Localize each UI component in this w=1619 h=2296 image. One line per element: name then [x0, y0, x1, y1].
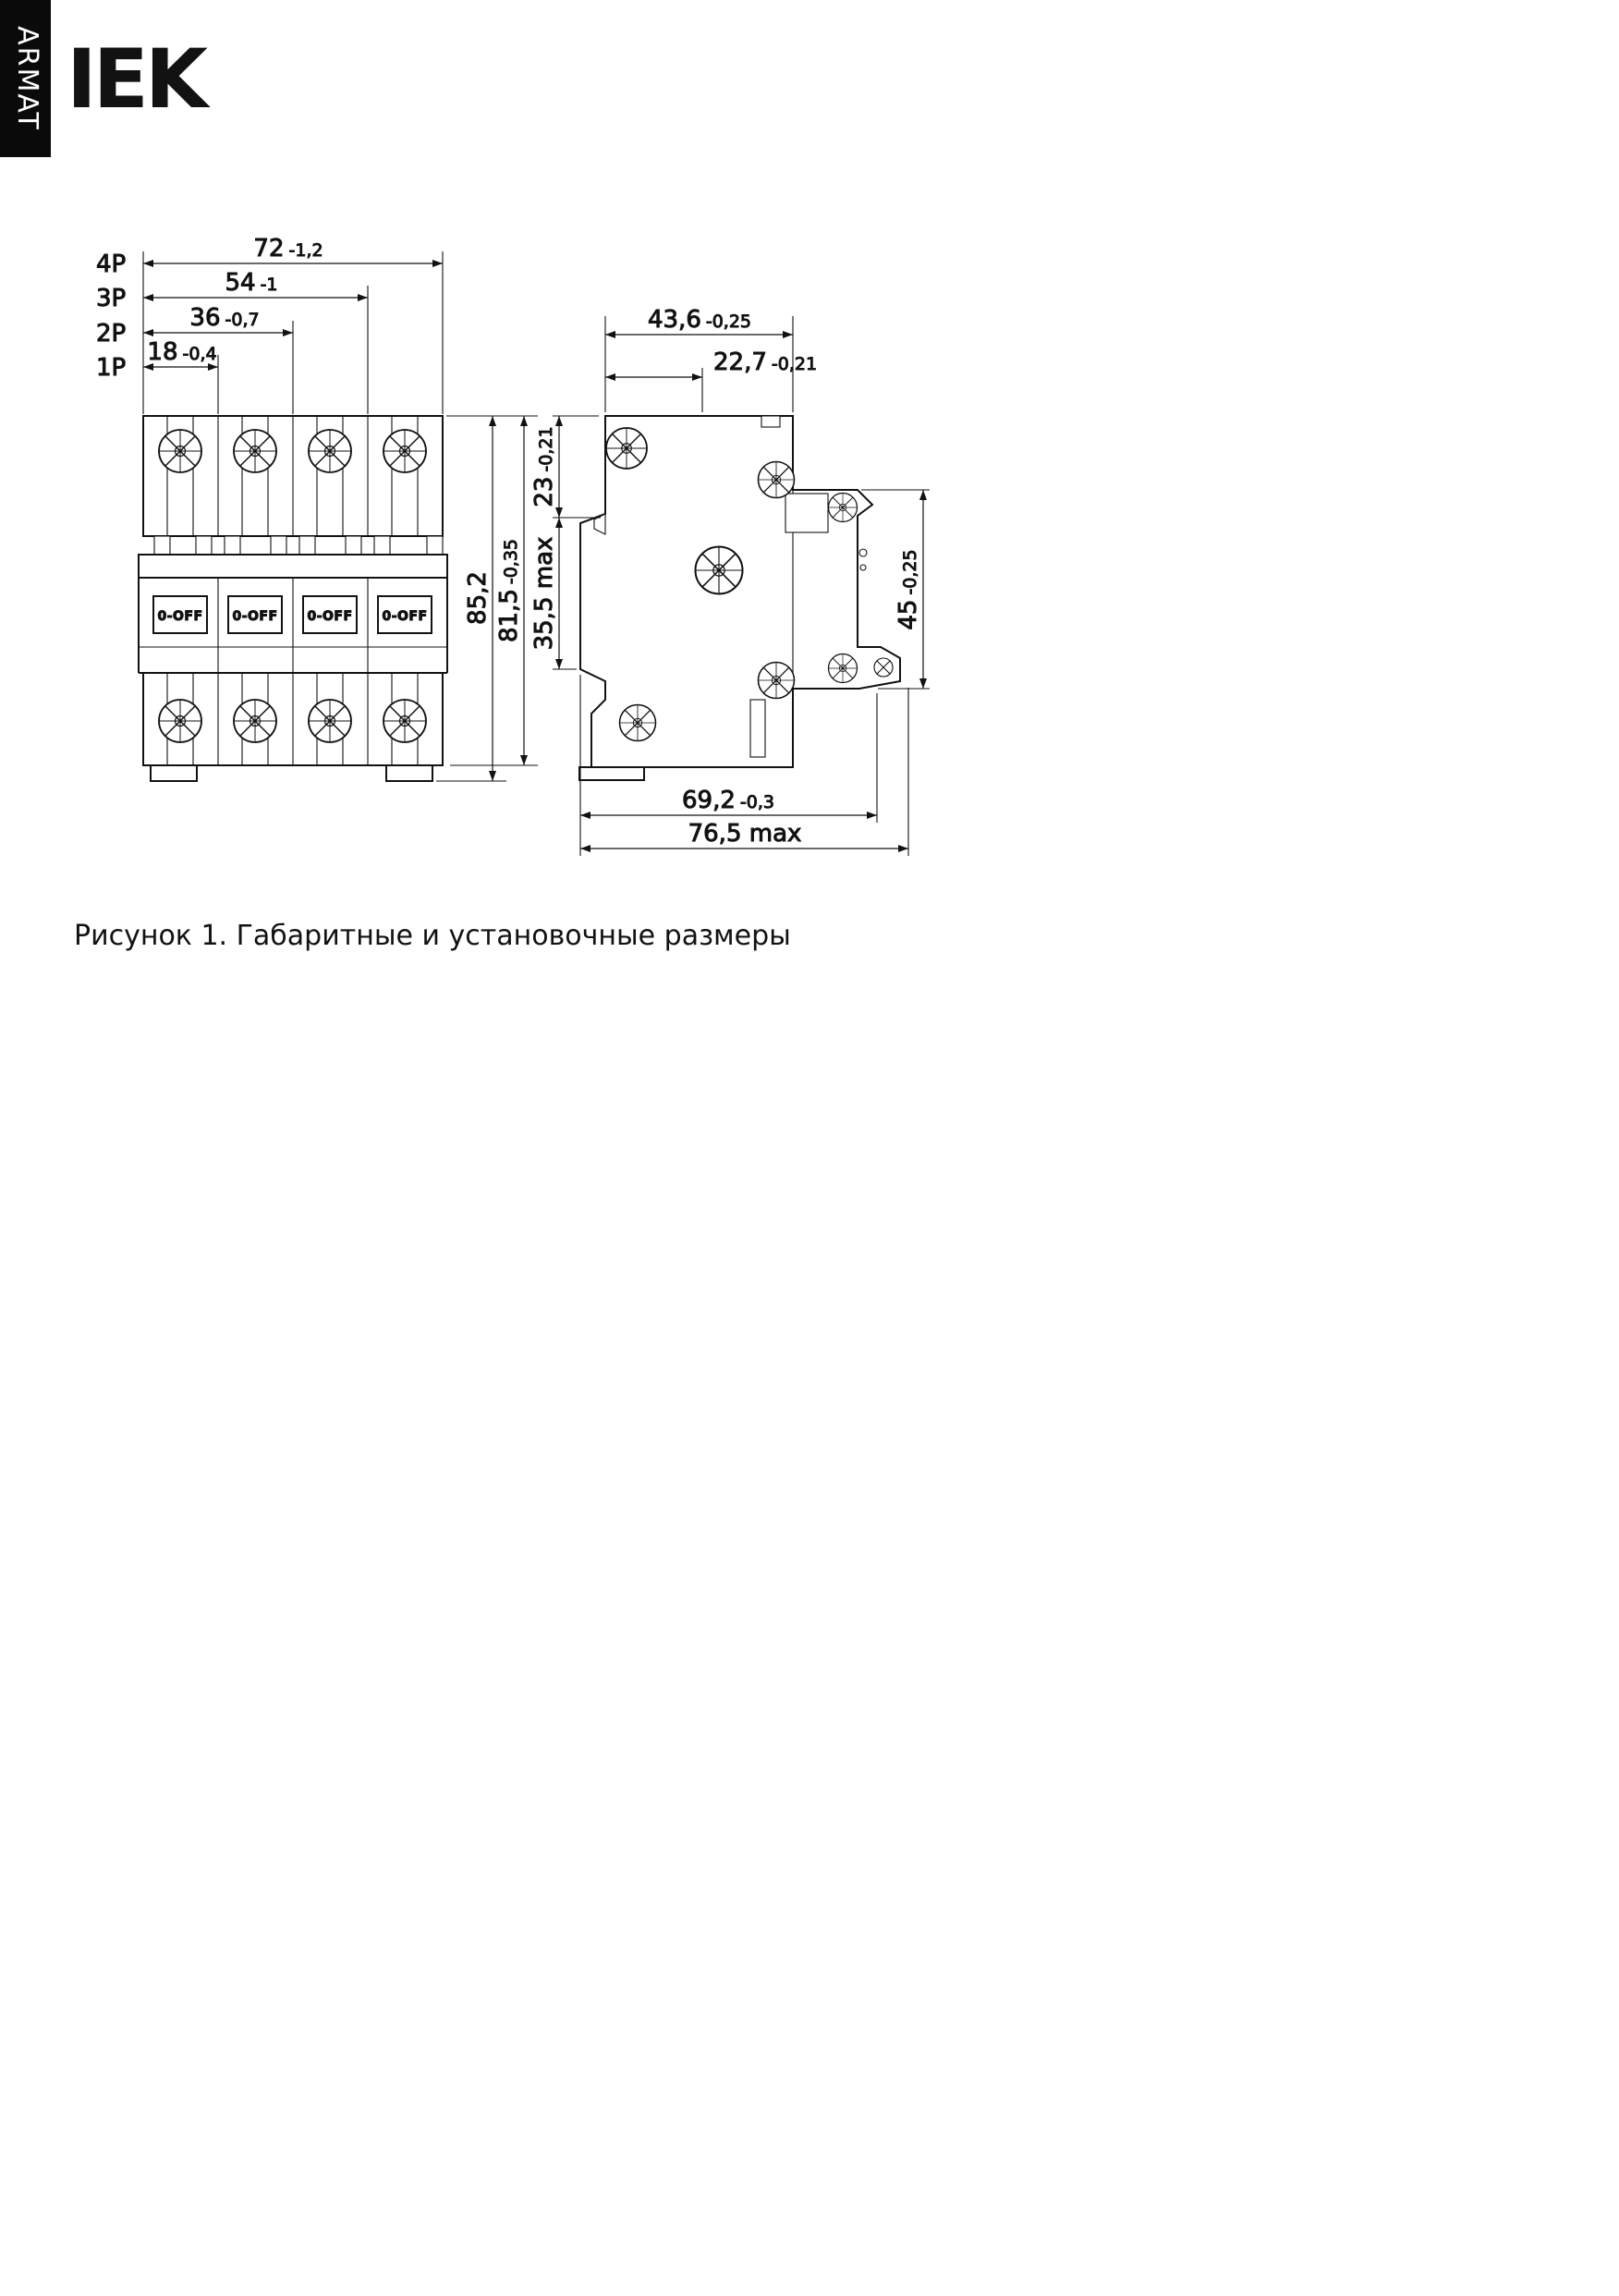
toggle-handle	[227, 595, 283, 634]
front-cover-band	[138, 554, 448, 579]
pole-label: 2P	[96, 320, 126, 348]
brand-sidebar	[0, 0, 51, 157]
latch-screw-icon	[873, 657, 894, 678]
side-window	[785, 493, 829, 533]
dim-front-offset: 23-0,21	[530, 426, 558, 507]
rivet-icon	[827, 653, 858, 684]
dim-din-recess-height: 45-0,25	[895, 549, 922, 629]
dim-depth-overall: 43,6-0,25	[648, 306, 751, 334]
din-foot	[385, 764, 433, 782]
front-dimensions: 4P 3P 2P 1P 72-1,2 54-1 36-0,7 18-0,4 85…	[96, 235, 538, 782]
toggle-label: 0-OFF	[382, 609, 427, 624]
din-foot	[578, 766, 645, 781]
toggle-label: 0-OFF	[232, 609, 277, 624]
dim-width-3p: 54-1	[225, 269, 277, 297]
brand-block: ARMAT IEK	[0, 0, 214, 157]
rivet-icon	[757, 460, 796, 499]
top-notch	[761, 415, 781, 428]
pole-label: 3P	[96, 285, 126, 312]
side-view	[578, 415, 901, 781]
terminal-screw-icon	[308, 429, 352, 473]
side-dimensions: 43,6-0,25 22,7-0,21 23-0,21 35,5 max 45-…	[530, 306, 930, 856]
rivet-icon	[618, 703, 657, 742]
dim-width-2p: 36-0,7	[189, 304, 259, 332]
terminal-screw-icon	[383, 699, 427, 743]
terminal-screw-icon	[383, 429, 427, 473]
toggle-handle	[377, 595, 432, 634]
front-clip-tabs	[153, 535, 444, 556]
brand-vertical-label: ARMAT	[11, 26, 43, 131]
bottom-slot	[749, 699, 766, 758]
dim-height-overall: 85,2	[464, 571, 492, 625]
toggle-label: 0-OFF	[157, 609, 202, 624]
toggle-handles: 0-OFF 0-OFF 0-OFF 0-OFF	[152, 595, 432, 634]
din-foot	[150, 764, 198, 782]
brand-logo: IEK	[67, 31, 211, 127]
terminal-screw-icon	[233, 429, 277, 473]
dim-width-1p: 18-0,4	[147, 338, 216, 366]
rivet-icon	[757, 661, 796, 700]
terminal-screw-icon	[233, 699, 277, 743]
toggle-handle	[302, 595, 358, 634]
dim-front-face-height: 35,5 max	[530, 537, 558, 651]
figure-caption: Рисунок 1. Габаритные и установочные раз…	[74, 920, 791, 952]
terminal-screw-icon	[308, 699, 352, 743]
dim-depth-top: 22,7-0,21	[713, 348, 817, 376]
rivet-icon	[605, 427, 648, 470]
pole-label: 4P	[96, 250, 126, 278]
terminal-screw-icon	[158, 429, 202, 473]
dim-depth-mount: 69,2-0,3	[682, 787, 774, 814]
toggle-handle	[152, 595, 208, 634]
rivet-icon	[827, 492, 858, 523]
dim-depth-max: 76,5 max	[688, 820, 802, 848]
toggle-label: 0-OFF	[307, 609, 352, 624]
pole-label: 1P	[96, 354, 126, 382]
terminal-screw-icon	[158, 699, 202, 743]
front-view: 0-OFF 0-OFF 0-OFF 0-OFF	[138, 415, 448, 782]
dim-height-body: 81,5-0,35	[495, 539, 523, 642]
rivet-icon	[694, 545, 744, 595]
dim-width-4p: 72-1,2	[253, 235, 323, 263]
